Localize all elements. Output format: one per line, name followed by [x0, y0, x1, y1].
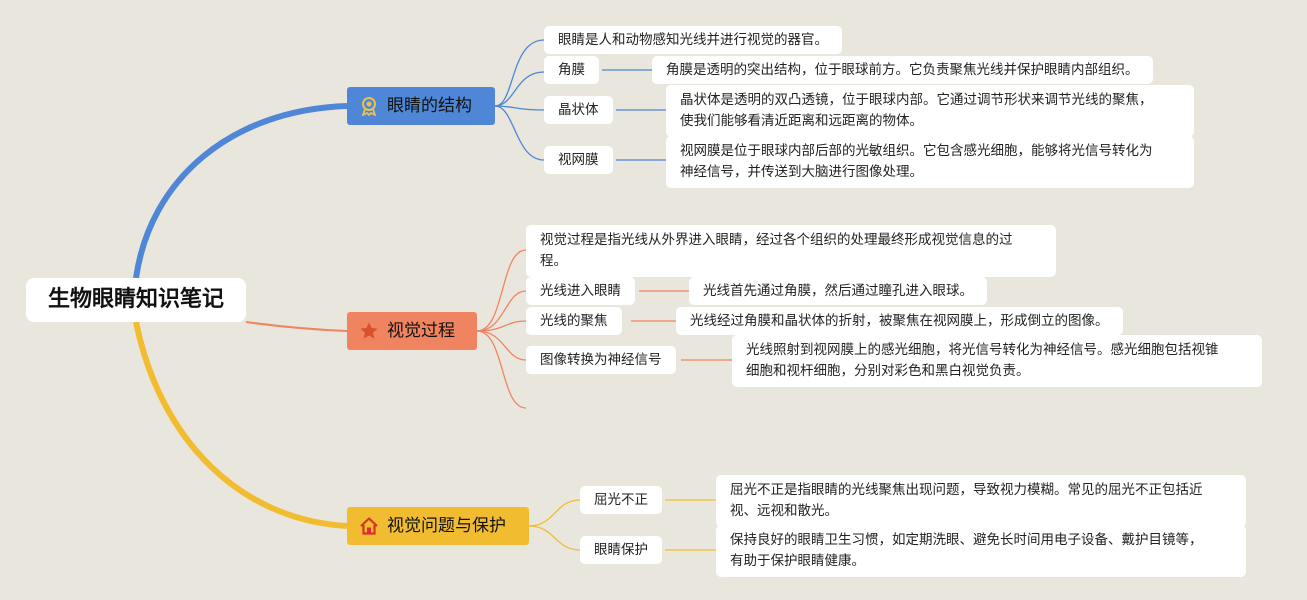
- branch-problems-protection[interactable]: 视觉问题与保护: [347, 507, 529, 545]
- desc-lens[interactable]: 晶状体是透明的双凸透镜，位于眼球内部。它通过调节形状来调节光线的聚焦， 使我们能…: [666, 85, 1194, 137]
- process-intro[interactable]: 视觉过程是指光线从外界进入眼睛，经过各个组织的处理最终形成视觉信息的过 程。: [526, 225, 1056, 277]
- item-refractive-error[interactable]: 屈光不正: [580, 486, 662, 514]
- item-eye-protection[interactable]: 眼睛保护: [580, 536, 662, 564]
- trunk-process: [245, 321, 348, 332]
- item-focusing[interactable]: 光线的聚焦: [526, 307, 622, 335]
- home-icon: [360, 517, 378, 535]
- item-signal-conversion[interactable]: 图像转换为神经信号: [526, 346, 676, 374]
- desc-retina[interactable]: 视网膜是位于眼球内部后部的光敏组织。它包含感光细胞，能够将光信号转化为 神经信号…: [666, 136, 1194, 188]
- desc-refractive-error[interactable]: 屈光不正是指眼睛的光线聚焦出现问题，导致视力模糊。常见的屈光不正包括近 视、远视…: [716, 475, 1246, 527]
- item-lens[interactable]: 晶状体: [544, 96, 613, 124]
- desc-light-enters[interactable]: 光线首先通过角膜，然后通过瞳孔进入眼球。: [689, 277, 987, 305]
- item-retina[interactable]: 视网膜: [544, 146, 613, 174]
- star-icon: [360, 322, 378, 339]
- item-light-enters[interactable]: 光线进入眼睛: [526, 277, 635, 305]
- structure-intro[interactable]: 眼睛是人和动物感知光线并进行视觉的器官。: [544, 26, 842, 54]
- desc-signal-conversion[interactable]: 光线照射到视网膜上的感光细胞，将光信号转化为神经信号。感光细胞包括视锥 细胞和视…: [732, 335, 1262, 387]
- desc-cornea[interactable]: 角膜是透明的突出结构，位于眼球前方。它负责聚焦光线并保护眼睛内部组织。: [652, 56, 1153, 84]
- branch-eye-structure[interactable]: 眼睛的结构: [347, 87, 495, 125]
- branch-label: 视觉问题与保护: [387, 516, 506, 536]
- desc-focusing[interactable]: 光线经过角膜和晶状体的折射，被聚焦在视网膜上，形成倒立的图像。: [676, 307, 1123, 335]
- trunk-structure: [133, 103, 348, 279]
- desc-eye-protection[interactable]: 保持良好的眼睛卫生习惯，如定期洗眼、避免长时间用电子设备、戴护目镜等， 有助于保…: [716, 525, 1246, 577]
- branch-visual-process[interactable]: 视觉过程: [347, 312, 477, 350]
- award-medal-icon: [361, 97, 377, 116]
- item-cornea[interactable]: 角膜: [544, 56, 599, 84]
- branch-label: 视觉过程: [387, 321, 455, 341]
- branch-label: 眼睛的结构: [387, 96, 472, 116]
- trunk-problems: [133, 321, 348, 529]
- root-title[interactable]: 生物眼睛知识笔记: [26, 278, 246, 322]
